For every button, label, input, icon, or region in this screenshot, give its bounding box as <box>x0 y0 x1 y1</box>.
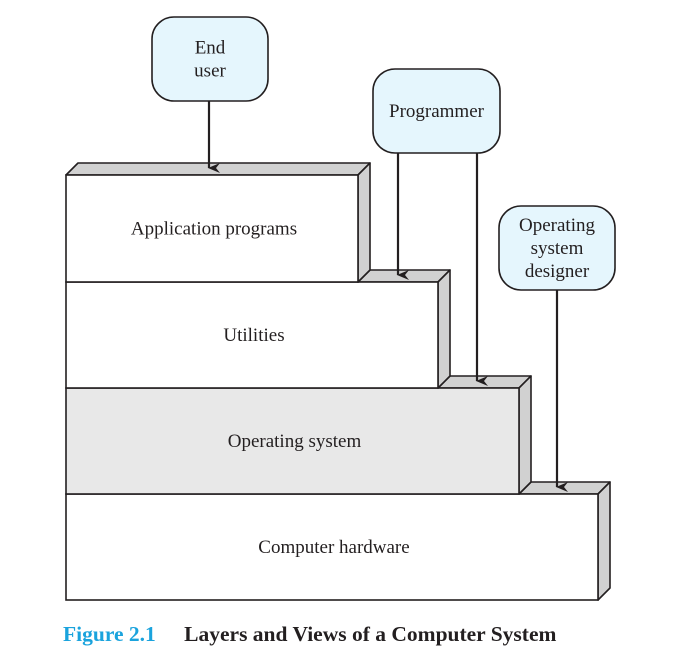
role-label-line: designer <box>525 261 590 282</box>
layer-front-face <box>65 174 359 283</box>
layer-front-face <box>65 387 520 495</box>
layer-operating-system: Operating system <box>65 375 532 495</box>
layer-computer-hardware: Computer hardware <box>65 481 611 601</box>
role-label-line: Operating <box>519 215 595 236</box>
figure-number: Figure 2.1 <box>63 622 156 646</box>
layer-label: Application programs <box>131 219 297 240</box>
layer-top-face <box>65 162 371 176</box>
layer-top-face <box>357 269 451 283</box>
role-label-line: user <box>194 61 226 82</box>
role-label-line: system <box>531 238 584 259</box>
figure-title: Layers and Views of a Computer System <box>184 622 557 646</box>
figure-caption: Figure 2.1 Layers and Views of a Compute… <box>63 622 556 647</box>
layer-side-face <box>518 375 532 495</box>
arrows <box>207 101 568 492</box>
layer-label: Operating system <box>228 431 362 452</box>
role-label-line: Programmer <box>389 101 485 122</box>
layer-front-face <box>65 493 599 601</box>
role-box <box>498 205 616 291</box>
layer-label: Utilities <box>223 325 284 346</box>
role-programmer: Programmer <box>372 68 501 154</box>
layer-top-face <box>518 481 611 495</box>
layer-top-face <box>437 375 532 389</box>
layer-side-face <box>597 481 611 601</box>
role-box <box>372 68 501 154</box>
layer-label: Computer hardware <box>258 537 409 558</box>
layer-front-face <box>65 281 439 389</box>
role-box <box>151 16 269 102</box>
layer-utilities: Utilities <box>65 269 451 389</box>
layer-side-face <box>357 162 371 283</box>
layer-application-programs: Application programs <box>65 162 371 283</box>
layer-side-face <box>437 269 451 389</box>
role-label-line: End <box>195 38 226 59</box>
